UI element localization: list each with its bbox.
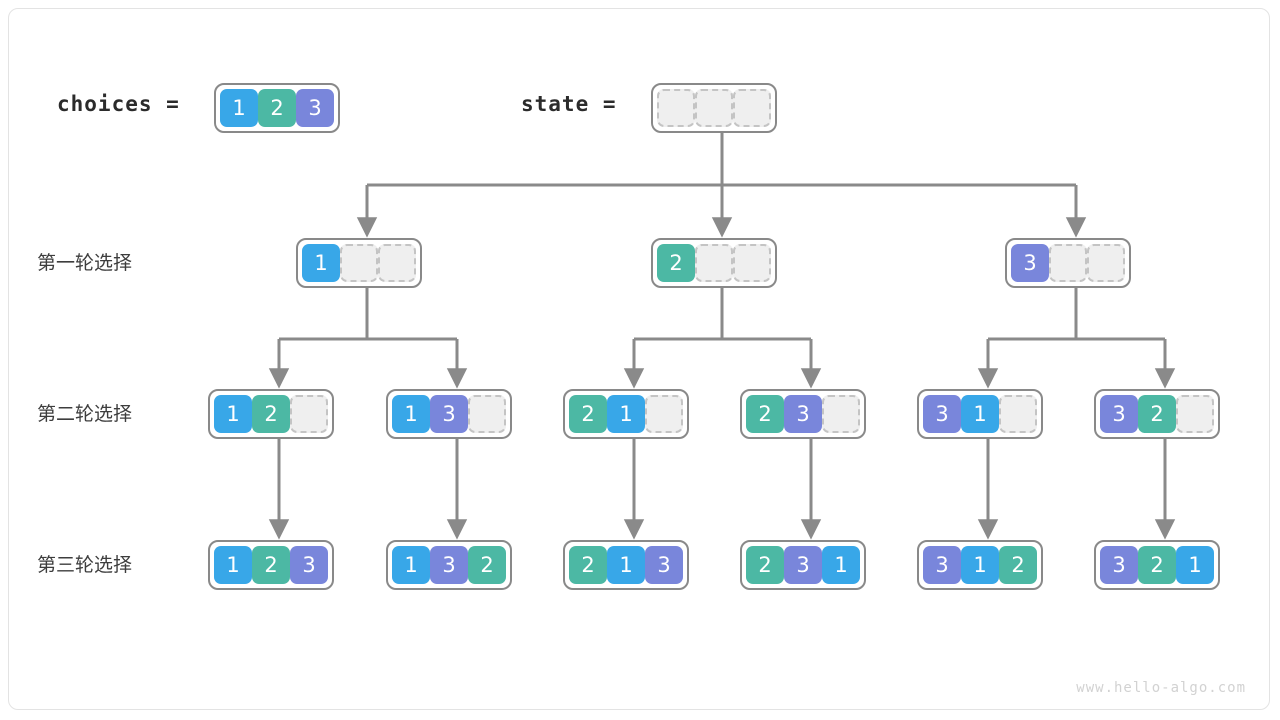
level3-node-2-cell-3: 2 — [468, 546, 506, 584]
level2-node-5-cell-1: 3 — [923, 395, 961, 433]
level3-node-3-cell-3: 3 — [645, 546, 683, 584]
choices-label: choices = — [57, 92, 180, 116]
level2-node-1-cell-2: 2 — [252, 395, 290, 433]
level3-node-4-cell-2: 3 — [784, 546, 822, 584]
level2-node-1-cell-1: 1 — [214, 395, 252, 433]
level2-node-2-cell-2: 3 — [430, 395, 468, 433]
level2-node-2-empty-cell-3 — [468, 395, 506, 433]
state-empty-cell-3 — [733, 89, 771, 127]
level2-node-4-empty-cell-3 — [822, 395, 860, 433]
level2-node-3-cell-2: 1 — [607, 395, 645, 433]
level2-node-6-cell-2: 2 — [1138, 395, 1176, 433]
level3-node-5-cell-2: 1 — [961, 546, 999, 584]
level3-node-1-cell-3: 3 — [290, 546, 328, 584]
level3-node-6-cell-3: 1 — [1176, 546, 1214, 584]
level3-node-1-cell-1: 1 — [214, 546, 252, 584]
level1-node-1-empty-cell-3 — [378, 244, 416, 282]
row-label-round-3: 第三轮选择 — [37, 554, 133, 576]
level1-node-1: 1 — [296, 238, 422, 288]
choices-cell-3: 3 — [296, 89, 334, 127]
level1-node-1-cell-1: 1 — [302, 244, 340, 282]
row-label-round-1: 第一轮选择 — [37, 252, 133, 274]
level3-node-4-cell-1: 2 — [746, 546, 784, 584]
watermark: www.hello-algo.com — [1076, 680, 1246, 696]
level3-node-2-cell-2: 3 — [430, 546, 468, 584]
level3-node-6-cell-2: 2 — [1138, 546, 1176, 584]
choices-cell-1: 1 — [220, 89, 258, 127]
level3-node-5-cell-1: 3 — [923, 546, 961, 584]
level1-node-3-cell-1: 3 — [1011, 244, 1049, 282]
level1-node-2-empty-cell-3 — [733, 244, 771, 282]
level3-node-6-cell-1: 3 — [1100, 546, 1138, 584]
level1-node-2-empty-cell-2 — [695, 244, 733, 282]
level1-node-3: 3 — [1005, 238, 1131, 288]
level1-node-3-empty-cell-3 — [1087, 244, 1125, 282]
level2-node-1-empty-cell-3 — [290, 395, 328, 433]
row-label-round-2: 第二轮选择 — [37, 403, 133, 425]
level3-node-3-cell-2: 1 — [607, 546, 645, 584]
level2-node-6-empty-cell-3 — [1176, 395, 1214, 433]
level2-node-3-cell-1: 2 — [569, 395, 607, 433]
level2-node-4-cell-1: 2 — [746, 395, 784, 433]
level1-node-1-empty-cell-2 — [340, 244, 378, 282]
level1-node-2: 2 — [651, 238, 777, 288]
level2-node-2-cell-1: 1 — [392, 395, 430, 433]
state-empty-cell-2 — [695, 89, 733, 127]
level2-node-5-empty-cell-3 — [999, 395, 1037, 433]
state-label: state = — [521, 92, 617, 116]
level2-node-3-empty-cell-3 — [645, 395, 683, 433]
image-frame — [8, 8, 1270, 710]
level2-node-4-cell-2: 3 — [784, 395, 822, 433]
level3-node-2-cell-1: 1 — [392, 546, 430, 584]
level2-node-6-cell-1: 3 — [1100, 395, 1138, 433]
state-array — [651, 83, 777, 133]
level3-node-3-cell-1: 2 — [569, 546, 607, 584]
level3-node-1-cell-2: 2 — [252, 546, 290, 584]
choices-cell-2: 2 — [258, 89, 296, 127]
level2-node-5-cell-2: 1 — [961, 395, 999, 433]
level1-node-2-cell-1: 2 — [657, 244, 695, 282]
level1-node-3-empty-cell-2 — [1049, 244, 1087, 282]
level3-node-4-cell-3: 1 — [822, 546, 860, 584]
level3-node-5-cell-3: 2 — [999, 546, 1037, 584]
state-empty-cell-1 — [657, 89, 695, 127]
